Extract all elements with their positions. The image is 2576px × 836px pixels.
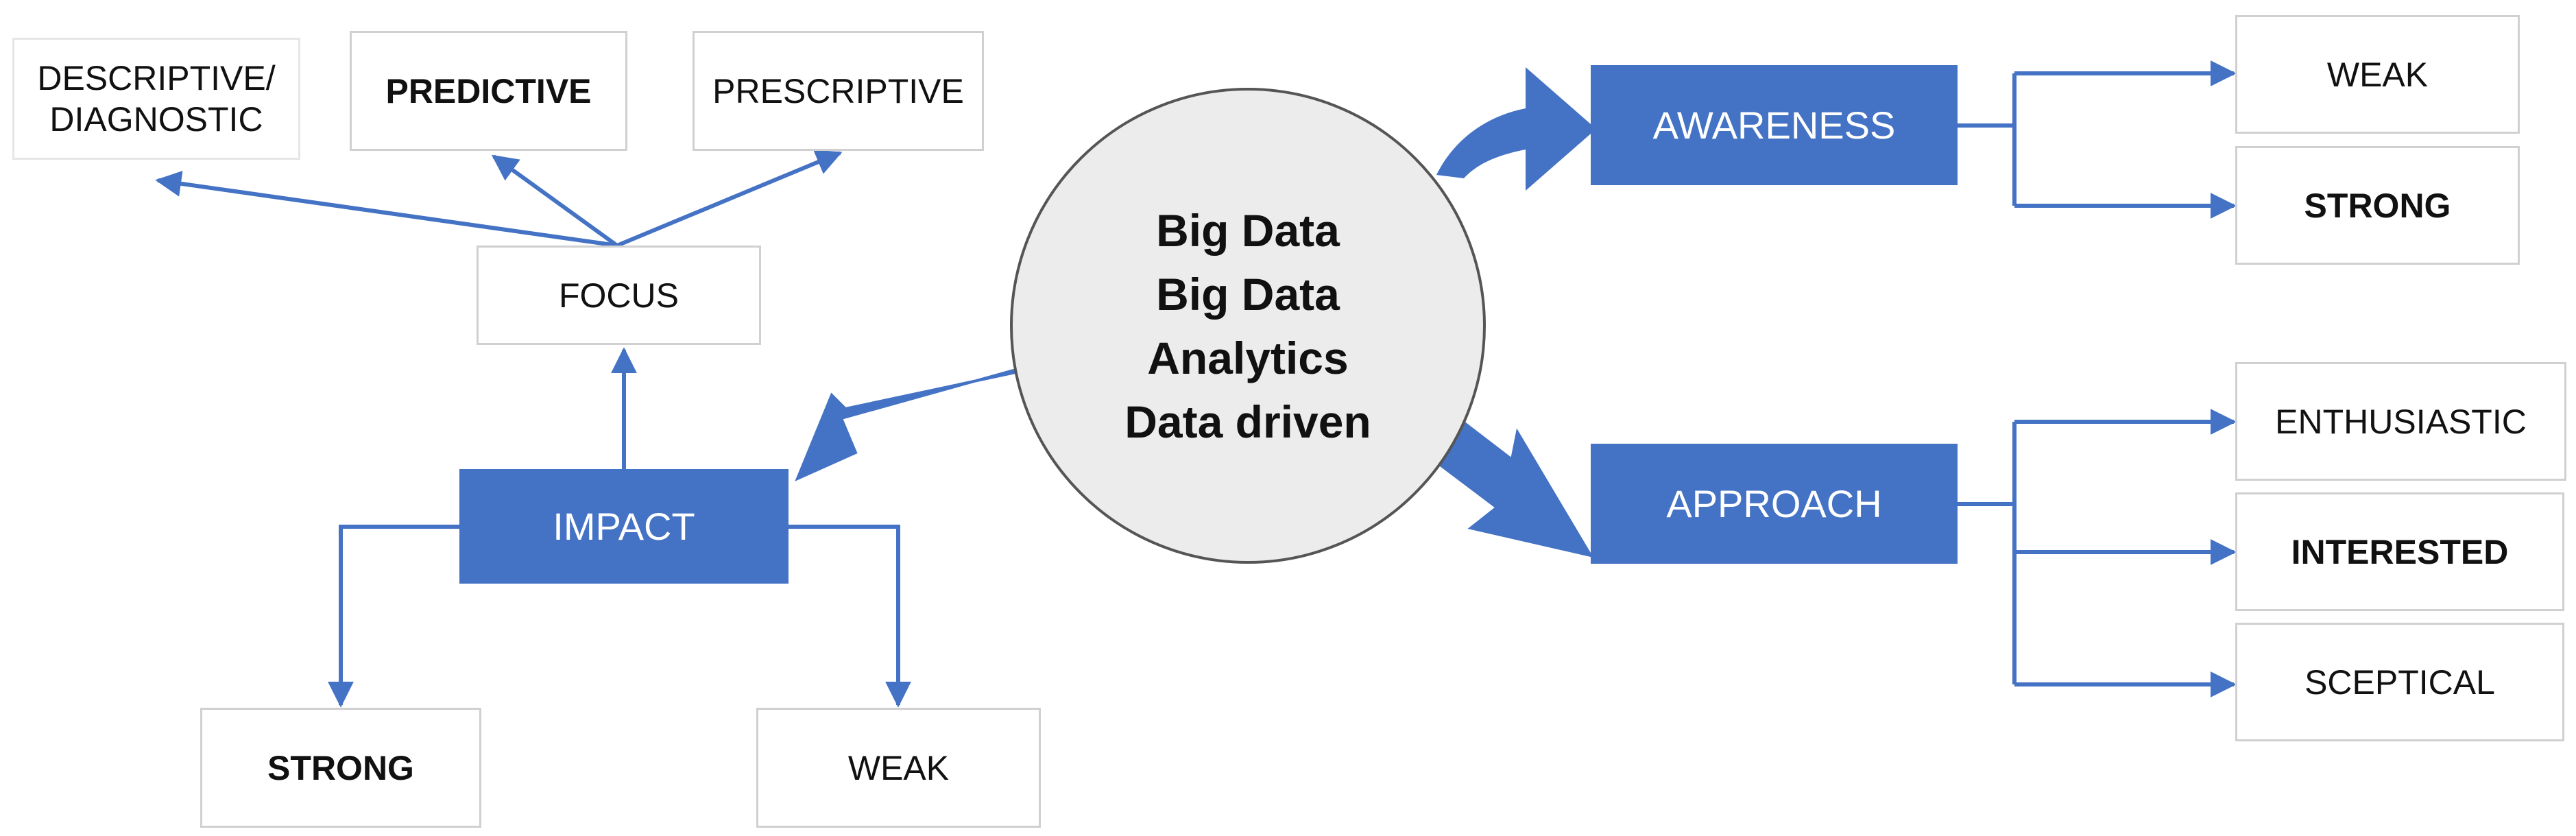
- focus-node: FOCUS: [477, 246, 761, 345]
- focus-option-prescriptive: PRESCRIPTIVE: [693, 31, 984, 151]
- arrow-focus-to-descriptive: [155, 170, 618, 248]
- awareness-option-strong: STRONG: [2235, 146, 2520, 265]
- big-arrow-to-impact: [795, 369, 1026, 481]
- arrow-focus-to-predictive: [491, 154, 618, 248]
- impact-option-strong: STRONG: [200, 708, 481, 828]
- awareness-node: AWARENESS: [1591, 65, 1958, 185]
- focus-option-predictive: PREDICTIVE: [350, 31, 627, 151]
- approach-option-interested: INTERESTED: [2235, 492, 2564, 611]
- focus-option-descriptive-diagnostic: DESCRIPTIVE/ DIAGNOSTIC: [12, 38, 300, 160]
- center-circle: [1010, 88, 1486, 564]
- approach-option-enthusiastic: ENTHUSIASTIC: [2235, 362, 2566, 481]
- arrow-impact-to-strong: [328, 525, 459, 708]
- arrow-focus-to-prescriptive: [616, 150, 843, 248]
- big-arrow-to-approach: [1436, 418, 1594, 558]
- approach-node: APPROACH: [1591, 444, 1958, 564]
- center-line-1: Big Data: [1156, 205, 1340, 256]
- center-line-3: Analytics: [1147, 333, 1349, 383]
- center-line-2: Big Data: [1156, 269, 1340, 320]
- awareness-option-weak: WEAK: [2235, 15, 2520, 134]
- arrow-impact-to-weak: [789, 525, 911, 708]
- impact-option-weak: WEAK: [756, 708, 1041, 828]
- center-label: Big Data Big Data Analytics Data driven: [1008, 199, 1488, 454]
- impact-node: IMPACT: [459, 469, 789, 584]
- approach-option-sceptical: SCEPTICAL: [2235, 623, 2564, 741]
- center-line-4: Data driven: [1124, 396, 1371, 447]
- big-arrow-to-awareness: [1436, 67, 1596, 191]
